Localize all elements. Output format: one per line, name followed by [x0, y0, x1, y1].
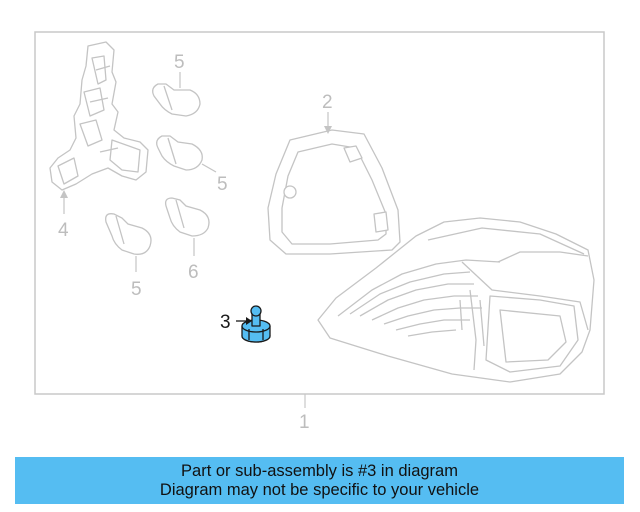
bulb-top-part-5 [152, 83, 201, 117]
callout-label-5-middle: 5 [217, 174, 228, 195]
bulb-part-6 [164, 197, 210, 237]
callout-label-4: 4 [58, 220, 69, 241]
bulb-lower-left-part-5 [105, 213, 152, 255]
callout-3-arrow [246, 317, 252, 325]
diagram-frame [34, 31, 605, 395]
callout-label-2: 2 [322, 92, 333, 113]
socket-holder-part-4 [49, 41, 149, 191]
gasket-part-2 [267, 129, 401, 255]
parts-diagram: 1 2 3 4 5 5 5 6 [34, 31, 605, 433]
bulb-middle-part-5 [156, 135, 203, 171]
tail-lamp-assembly-part-1 [317, 217, 595, 383]
callout-label-5-top: 5 [174, 52, 185, 73]
banner-line-1: Part or sub-assembly is #3 in diagram [181, 461, 458, 480]
banner-line-2: Diagram may not be specific to your vehi… [159, 480, 480, 499]
callout-label-5-bottom: 5 [131, 279, 142, 300]
callout-label-1: 1 [299, 412, 310, 433]
callout-4-arrow [60, 190, 68, 198]
callout-label-3: 3 [220, 312, 231, 333]
callout-label-6: 6 [188, 262, 199, 283]
part-info-banner: Part or sub-assembly is #3 in diagram Di… [15, 457, 624, 504]
callout-5b-leader [201, 163, 217, 173]
callout-2-arrow [324, 126, 332, 134]
